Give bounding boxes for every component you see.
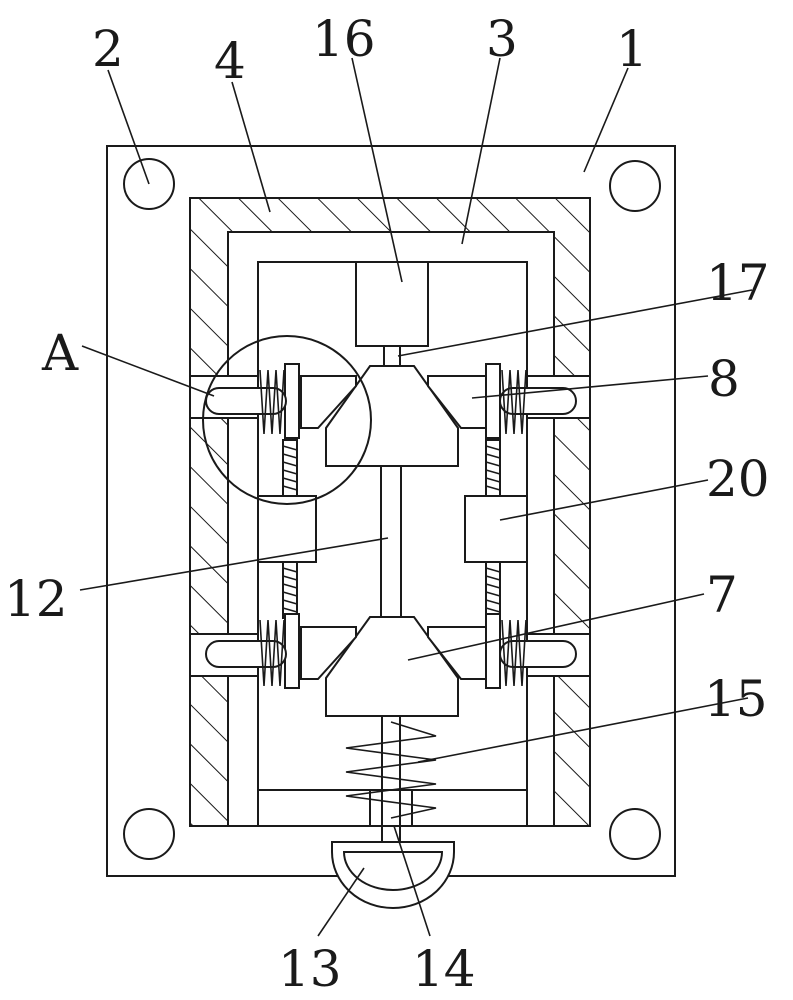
label-16: 16: [312, 10, 376, 68]
label-14: 14: [412, 940, 476, 998]
upper-right-follower: [427, 375, 488, 429]
lead-screw-upper-left: [282, 439, 298, 497]
lead-screw-lower-left: [282, 561, 298, 619]
detail-circle-a: [202, 335, 372, 505]
mounting-hole-top-left: [123, 158, 175, 210]
label-2: 2: [92, 20, 124, 78]
label-1: 1: [616, 20, 648, 78]
label-4: 4: [214, 32, 246, 90]
pin-spring-upper-right: [501, 369, 527, 435]
spring-plate-lower-left: [284, 613, 300, 689]
label-20: 20: [706, 450, 770, 508]
top-block: [355, 261, 429, 347]
label-8: 8: [708, 350, 740, 408]
lead-screw-lower-right: [485, 561, 501, 619]
pin-spring-lower-left: [259, 619, 285, 687]
label-15: 15: [704, 670, 768, 728]
spring-plate-upper-left: [284, 363, 300, 439]
return-spring: [345, 721, 437, 819]
nut-block-right: [464, 495, 528, 563]
upper-wedge: [325, 365, 459, 467]
pin-spring-upper-left: [259, 369, 285, 435]
mounting-hole-bottom-right: [609, 808, 661, 860]
lower-right-follower: [427, 626, 488, 680]
label-7: 7: [706, 566, 738, 624]
pull-handle-inner: [342, 851, 444, 891]
label-3: 3: [486, 10, 518, 68]
label-17: 17: [706, 254, 770, 312]
connecting-rod-upper: [383, 345, 401, 367]
label-a: A: [41, 324, 79, 382]
central-shaft: [380, 465, 402, 618]
upper-left-follower: [300, 375, 357, 429]
pull-handle: [331, 841, 455, 909]
lower-left-follower: [300, 626, 357, 680]
mounting-hole-bottom-left: [123, 808, 175, 860]
label-12: 12: [4, 570, 68, 628]
spring-plate-lower-right: [485, 613, 501, 689]
mounting-hole-top-right: [609, 160, 661, 212]
leader-lines: [79, 57, 753, 937]
lower-rod: [381, 715, 401, 827]
lower-wedge: [325, 616, 459, 717]
lead-screw-upper-right: [485, 439, 501, 497]
pin-spring-lower-right: [501, 619, 527, 687]
label-13: 13: [278, 940, 342, 998]
spring-plate-upper-right: [485, 363, 501, 439]
